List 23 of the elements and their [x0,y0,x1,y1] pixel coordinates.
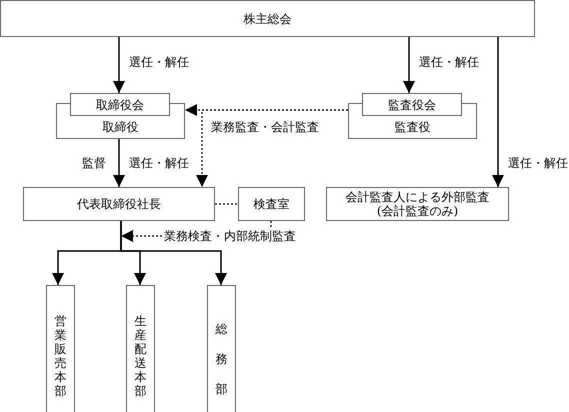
arrow [492,37,504,187]
meeting-box: 株主総会 [0,0,535,37]
edge-label: 選任・解任 [418,55,480,69]
president-box: 代表取締役社長 [23,187,215,221]
connector-line [215,203,238,205]
edge-label: 業務監査・会計監査 [210,120,320,134]
edge-label: 選任・解任 [128,156,190,170]
edge-label: 業務検査・内部統制監査 [163,229,297,243]
audit-box: 会計監査人による外部監査 (会計監査のみ) [326,187,509,221]
department-box: 生産配送本部 [126,285,155,412]
office-box: 検査室 [238,187,305,221]
arrow [120,221,227,285]
edge-label: 選任・解任 [128,55,190,69]
board-heading-box: 監査役会 [362,93,462,116]
arrow [113,37,125,93]
arrow [403,37,415,93]
edge-label: 選任・解任 [507,156,569,170]
note-label: 監督 [81,156,107,170]
department-box: 営業販売本部 [46,285,75,412]
department-box: 総務部 [207,285,236,412]
arrow [196,109,348,187]
board-heading-box: 取締役会 [70,93,170,116]
arrow [113,139,125,187]
